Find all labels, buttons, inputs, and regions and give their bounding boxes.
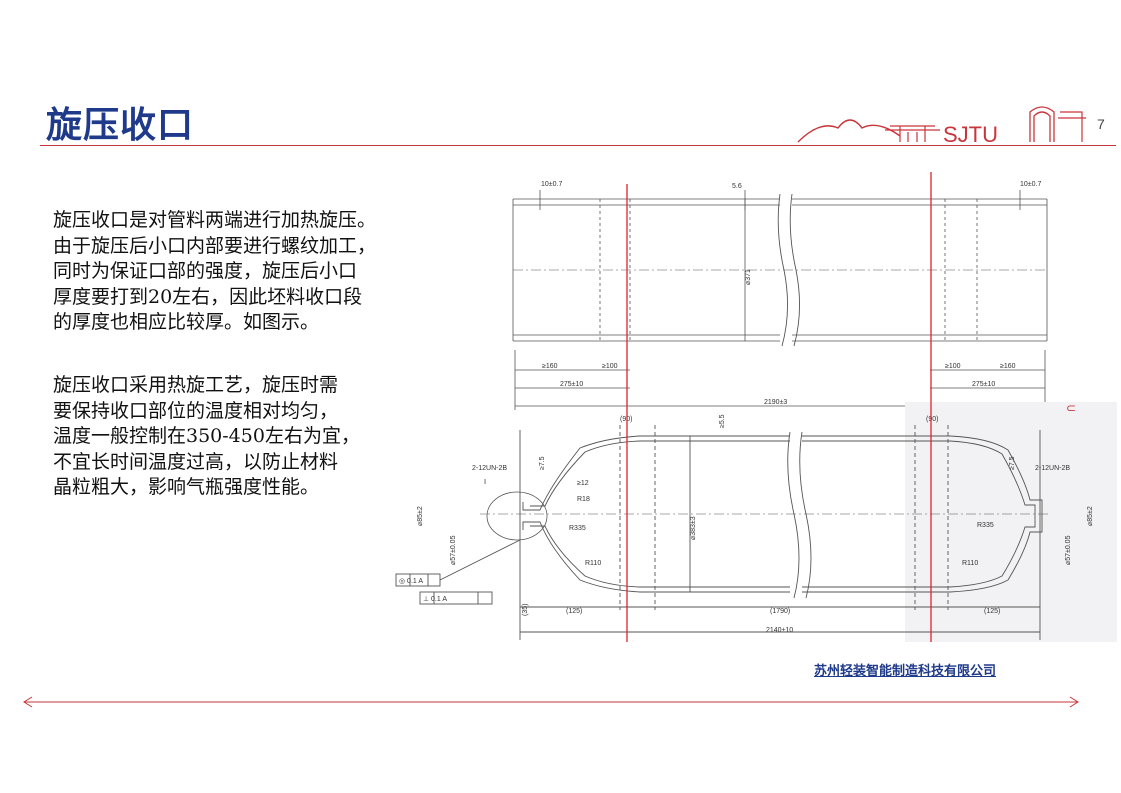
page-number: 7 [1097, 116, 1105, 132]
dim-90-right: (90) [926, 416, 938, 423]
dim-diameter-top: ⌀371 [745, 269, 752, 285]
page-title: 旋压收口 [46, 105, 195, 146]
dim-125-left: (125) [566, 608, 582, 615]
red-mark: ⊂ [1066, 401, 1076, 415]
dim-275-left: 275±10 [560, 381, 583, 388]
dim-d85-left: ⌀85±2 [417, 506, 424, 526]
r110-right: R110 [962, 560, 978, 567]
r335-right: R335 [977, 522, 994, 529]
tube-blank-drawing [512, 190, 1048, 410]
dim-1790: (1790) [770, 608, 790, 615]
paragraph-2: 旋压收口采用热旋工艺，旋压时需 要保持收口部位的温度相对均匀， 温度一般控制在3… [53, 374, 360, 498]
r18: R18 [577, 496, 590, 503]
dim-wall-left: 10±0.7 [541, 181, 562, 188]
dim-wall-right: 10±0.7 [1020, 181, 1041, 188]
dim-35: (35) [522, 604, 529, 616]
company-name: 苏州轻装智能制造科技有限公司 [814, 664, 997, 679]
dim-125-right: (125) [984, 608, 1000, 615]
dim-d85-right: ⌀85±2 [1087, 506, 1094, 526]
logo-text: SJTU [943, 122, 998, 147]
dim-275-right: 275±10 [972, 381, 995, 388]
thread-left: 2-12UN-2B [472, 465, 507, 472]
cylinder-drawing [395, 425, 1050, 640]
detail-label: Ⅰ [484, 479, 486, 486]
dim-d57-right: ⌀57±0.05 [1065, 535, 1072, 565]
scan-background [905, 402, 1117, 642]
r335-left: R335 [569, 525, 586, 532]
dim-wall-mid: 5.6 [732, 183, 742, 190]
sjtu-logo: SJTU [797, 106, 1086, 147]
dim-55: ≥5.5 [719, 414, 726, 428]
r110-left: R110 [585, 560, 601, 567]
header-divider [40, 145, 1116, 146]
dim-100-left: ≥100 [602, 363, 618, 370]
dim-160-left: ≥160 [542, 363, 558, 370]
tolerance-frame-2: ⊥ 0.1 A [423, 596, 447, 603]
dim-total-bottom: 2140±10 [766, 627, 793, 634]
dim-12: ≥12 [577, 480, 589, 487]
bottom-arrow-line [23, 696, 1079, 708]
dim-100-right: ≥100 [945, 363, 961, 370]
dim-160-right: ≥160 [1000, 363, 1016, 370]
paragraph-1: 旋压收口是对管料两端进行加热旋压。 由于旋压后小口内部要进行螺纹加工， 同时为保… [53, 209, 377, 333]
technical-drawing: 10±0.7 5.6 10±0.7 ⌀371 ≥160 ≥100 ≥100 ≥1… [395, 172, 1117, 642]
dim-d57-left: ⌀57±0.05 [450, 535, 457, 565]
dim-total-top: 2190±3 [764, 399, 787, 406]
thread-right: 2-12UN-2B [1035, 465, 1070, 472]
dim-75-left: ≥7.5 [539, 456, 546, 470]
dim-d383: ⌀383±3 [690, 516, 697, 540]
dim-75-right: ≥7.5 [1009, 456, 1016, 470]
tolerance-frame-1: ◎ 0.1 A [399, 578, 423, 585]
dim-90-left: (90) [620, 416, 632, 423]
